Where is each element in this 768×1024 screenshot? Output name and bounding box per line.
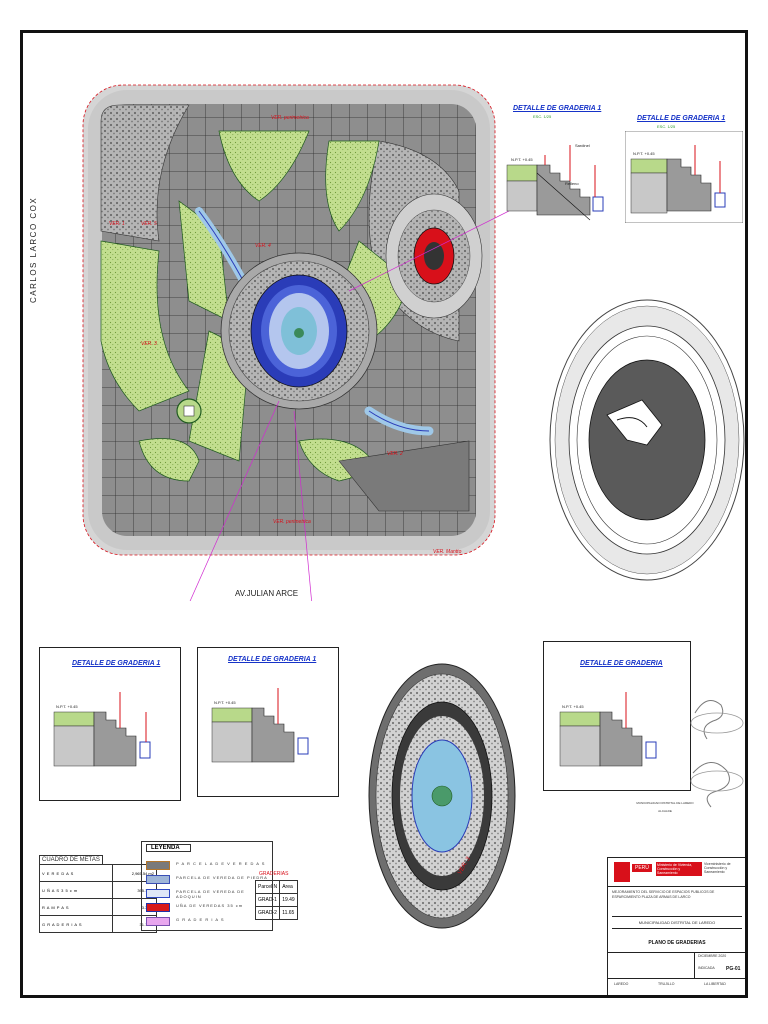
metas-row: G R A D E R I A S31.13 m bbox=[39, 915, 158, 933]
ministry-label: Ministerio de Vivienda, Construcción y S… bbox=[656, 862, 702, 876]
title-block: PERÚ Ministerio de Vivienda, Construcció… bbox=[607, 857, 745, 995]
metas-title: CUADRO DE METAS bbox=[39, 855, 103, 864]
svg-text:Relleno: Relleno bbox=[565, 181, 579, 186]
legend-swatch bbox=[146, 875, 170, 884]
label-ver-5: VER. 5 bbox=[141, 221, 157, 227]
title-block-header: PERÚ Ministerio de Vivienda, Construcció… bbox=[608, 858, 745, 887]
legend-item: PARCELA DE VEREDA DE ADOQUIN bbox=[146, 888, 270, 899]
sheet-code: PG-01 bbox=[726, 966, 741, 972]
detail-drawing-top-2: N.P.T. +0.45 bbox=[625, 131, 743, 223]
legend: LEYENDA P A R C E L A D E V E R E D A S P… bbox=[141, 841, 273, 931]
municipal-seal: MUNICIPALIDAD DISTRITAL DE LAREDO ALCALD… bbox=[635, 801, 695, 813]
legend-label: G R A D E R I A S bbox=[176, 917, 225, 922]
detail-drawing-bottom-1: N.P.T. +0.45 bbox=[53, 692, 151, 767]
detail-box-2: DETALLE DE GRADERIA 1 N.P.T. +0.45 bbox=[197, 647, 339, 797]
legend-label: PARCELA DE VEREDA DE ADOQUIN bbox=[176, 889, 245, 899]
label-ver-2: VER. 2 bbox=[387, 451, 403, 457]
district-label: LAREDO bbox=[614, 982, 629, 986]
metas-label: G R A D E R I A S bbox=[39, 915, 113, 933]
label-ver-4: VER. 4 bbox=[255, 243, 271, 249]
scale-label: INDICADA bbox=[698, 966, 715, 970]
graderias-cell: GRAD-2 bbox=[254, 906, 281, 920]
metas-row: R A M P A S3.30 m bbox=[39, 898, 158, 916]
signature-stamps bbox=[690, 700, 744, 808]
detail-title-top-1: DETALLE DE GRADERIA 1 bbox=[513, 105, 602, 112]
graderias-header: Area bbox=[279, 880, 298, 894]
date-label: DICIEMBRE 2020 bbox=[698, 954, 727, 958]
detail-drawing-top-1: N.P.T. +0.45 Sardinel Relleno bbox=[506, 143, 604, 221]
svg-text:Sardinel: Sardinel bbox=[575, 143, 590, 148]
seal-line-1: MUNICIPALIDAD DISTRITAL DE LAREDO bbox=[636, 801, 694, 805]
label-ver-3: VER. 3 bbox=[141, 341, 157, 347]
legend-title: LEYENDA bbox=[146, 844, 191, 852]
street-label-bottom: AV.JULIAN ARCE bbox=[235, 589, 299, 598]
label-ver-perimetrica-top: VER. perimetrica bbox=[271, 115, 309, 121]
detail-title-bottom-3: DETALLE DE GRADERIA bbox=[580, 660, 663, 667]
label-ver-mantto: VER. Mantto bbox=[433, 549, 462, 555]
drawing-sheet: VER. perimetrica VER. perimetrica VER. M… bbox=[20, 30, 748, 998]
detail-drawing-bottom-3: N.P.T. +0.45 bbox=[559, 692, 657, 767]
svg-text:N.P.T. +0.45: N.P.T. +0.45 bbox=[56, 704, 78, 709]
detail-title-top-2: DETALLE DE GRADERIA 1 bbox=[637, 115, 726, 122]
metas-label: U Ñ A S 3 5 c m bbox=[39, 881, 113, 899]
street-label-left: CARLOS LARCO COX bbox=[29, 196, 38, 303]
legend-item: P A R C E L A D E V E R E D A S bbox=[146, 860, 270, 870]
legend-swatch bbox=[146, 889, 170, 898]
svg-text:N.P.T. +0.45: N.P.T. +0.45 bbox=[633, 151, 655, 156]
svg-text:N.P.T. +0.45: N.P.T. +0.45 bbox=[214, 700, 236, 705]
detail-box-3: DETALLE DE GRADERIA N.P.T. +0.45 bbox=[543, 641, 691, 791]
province-label: TRUJILLO bbox=[658, 982, 675, 986]
graderias-title: GRADERIAS bbox=[259, 871, 289, 877]
tb-divider-2 bbox=[608, 978, 745, 979]
legend-swatch bbox=[146, 917, 170, 926]
label-ver-1: VER. 1 bbox=[109, 221, 125, 227]
program-label: Viceministerio de Construcción y Saneami… bbox=[704, 862, 731, 874]
municipality-label: MUNICIPALIDAD DISTRITAL DE LAREDO bbox=[612, 916, 742, 929]
legend-swatch bbox=[146, 861, 170, 870]
label-ver-perimetrica-bottom: VER. perimetrica bbox=[273, 519, 311, 525]
detail-scale-top-2: ESC. 1/25 bbox=[657, 124, 676, 129]
svg-text:N.P.T. +0.45: N.P.T. +0.45 bbox=[511, 157, 533, 162]
legend-item: PARCELA DE VEREDA DE PIEDRA bbox=[146, 874, 270, 884]
detail-title-bottom-2: DETALLE DE GRADERIA 1 bbox=[228, 656, 317, 663]
detail-scale-top-1: ESC. 1/25 bbox=[533, 114, 552, 119]
graderias-cell: 19.49 bbox=[279, 893, 298, 907]
peru-flag-icon bbox=[614, 862, 630, 882]
monument-detail bbox=[549, 299, 745, 581]
graderias-cell: GRAD-1 bbox=[254, 893, 281, 907]
tb-divider-1 bbox=[608, 952, 745, 953]
metas-label: R A M P A S bbox=[39, 898, 113, 916]
seal-line-2: ALCALDE bbox=[658, 809, 672, 813]
legend-item: G R A D E R I A S bbox=[146, 916, 270, 926]
detail-drawing-bottom-2: N.P.T. +0.45 bbox=[211, 688, 309, 763]
detail-box-1: DETALLE DE GRADERIA 1 N.P.T. +0.45 bbox=[39, 647, 181, 801]
metas-label: V E R E D A S bbox=[39, 864, 113, 882]
dept-label: LA LIBERTAD bbox=[704, 982, 726, 986]
legend-label: PARCELA DE VEREDA DE PIEDRA bbox=[176, 875, 268, 880]
project-label: MEJORAMIENTO DEL SERVICIO DE ESPACIOS PU… bbox=[612, 890, 715, 899]
legend-swatch bbox=[146, 903, 170, 912]
legend-label: P A R C E L A D E V E R E D A S bbox=[176, 861, 266, 866]
plaza-plan bbox=[82, 84, 509, 601]
plan-title: PLANO DE GRADERIAS bbox=[648, 940, 706, 946]
legend-item: UÑA DE VEREDAS 35 cm bbox=[146, 902, 270, 912]
detail-title-bottom-1: DETALLE DE GRADERIA 1 bbox=[72, 660, 161, 667]
tb-divider-3 bbox=[694, 952, 695, 978]
peru-label: PERÚ bbox=[632, 864, 652, 872]
fountain-detail bbox=[368, 663, 516, 929]
legend-label: UÑA DE VEREDAS 35 cm bbox=[176, 903, 244, 908]
graderias-cell: 11.65 bbox=[279, 906, 298, 920]
svg-text:N.P.T. +0.45: N.P.T. +0.45 bbox=[562, 704, 584, 709]
graderias-header: Parcel N bbox=[254, 880, 281, 894]
